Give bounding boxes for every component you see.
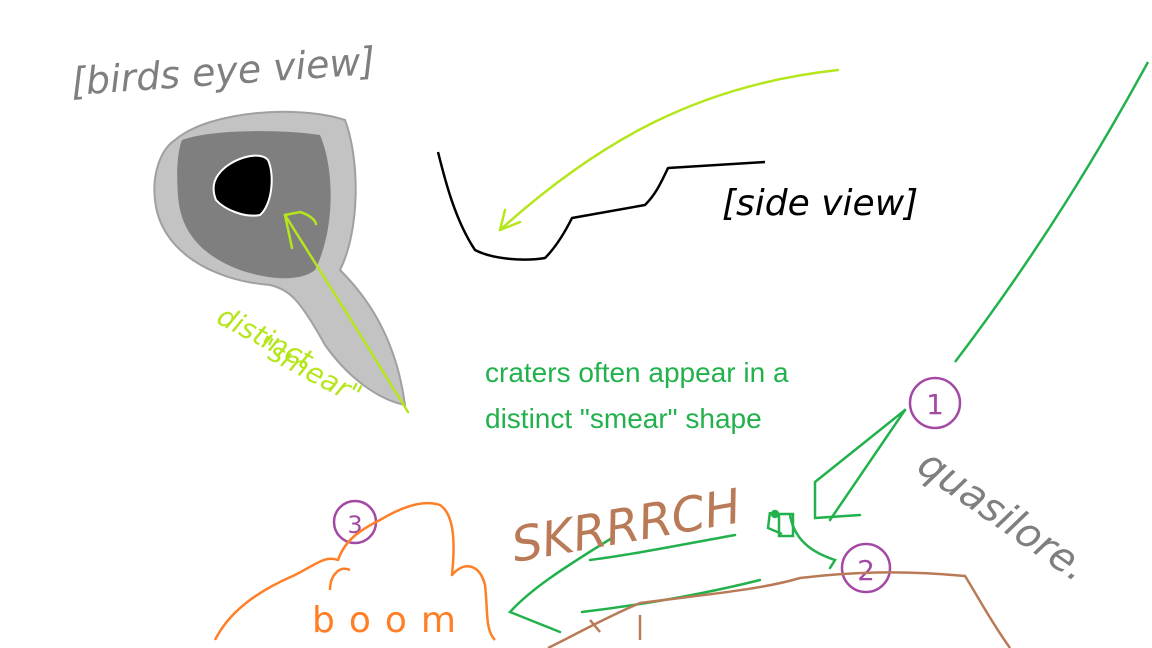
marker-one: 1: [908, 376, 962, 430]
label-side-view: [side view]: [722, 183, 918, 224]
green-long-line: [954, 61, 1150, 363]
caption: craters often appear in a distinct "smea…: [485, 350, 885, 442]
terrain-ground: [547, 571, 1012, 648]
label-skrrrch: SKRRRCH: [507, 478, 745, 573]
caption-line1: craters often appear in a: [485, 357, 789, 388]
marker-two: 2: [840, 542, 892, 594]
marker-two-label: 2: [857, 554, 875, 587]
explosion-cloud: [213, 501, 496, 641]
terrain-mark-2: [589, 619, 601, 633]
label-birds-eye: [birds eye view]: [70, 39, 377, 104]
label-boom: boom: [312, 600, 470, 641]
caption-line2: distinct "smear" shape: [485, 403, 762, 434]
crater-birds-eye: [153, 110, 407, 407]
smear-arrow: [283, 210, 410, 414]
vehicle-icon: [766, 509, 795, 538]
explosion-puff: [328, 567, 351, 591]
side-view-profile: [436, 151, 766, 261]
marker-one-label: 1: [926, 388, 944, 421]
side-view-arrow: [498, 68, 840, 232]
label-quasilore: quasilore.: [909, 441, 1096, 591]
crater-dark-center: [212, 154, 273, 217]
